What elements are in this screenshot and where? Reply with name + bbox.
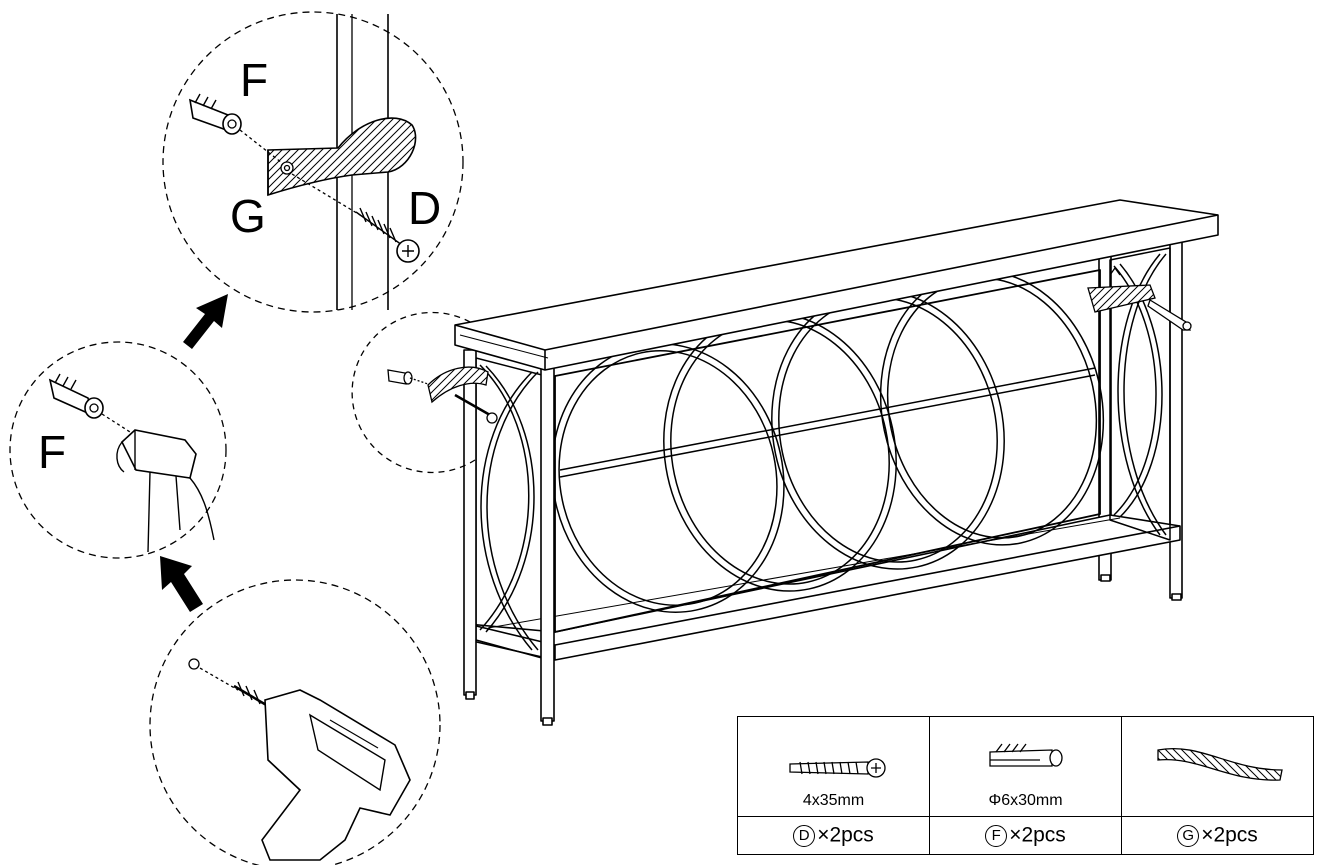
label-screw-top: D — [408, 182, 441, 234]
part-cell-anchor: Φ6x30mm — [929, 716, 1122, 817]
detail-circle-hammer — [9, 341, 227, 559]
part-qty-cell: G×2pcs — [1121, 816, 1314, 855]
table-strap-right — [1087, 266, 1192, 331]
part-id-badge: D — [793, 824, 816, 847]
part-cell-strap — [1121, 716, 1314, 817]
parts-table: 4x35mm Φ6x30mm D×2pcs F×2pcs G×2pcs — [737, 716, 1314, 855]
side-lattice-right — [1109, 247, 1171, 541]
label-anchor-hammer: F — [38, 426, 66, 478]
part-id-badge: G — [1177, 824, 1200, 847]
part-cell-screw: 4x35mm — [737, 716, 930, 817]
wall-attach-detail-left — [351, 311, 498, 474]
part-qty-cell: F×2pcs — [929, 816, 1122, 855]
arrow-up-2 — [160, 556, 203, 612]
console-table — [454, 199, 1219, 726]
part-id-badge: F — [985, 824, 1008, 847]
part-qty: ×2pcs — [1201, 823, 1258, 847]
label-strap-top: G — [230, 190, 266, 242]
arrow-up-1 — [183, 294, 228, 349]
part-qty: ×2pcs — [817, 823, 874, 847]
part-qty: ×2pcs — [1009, 823, 1066, 847]
detail-circle-drill — [149, 579, 441, 865]
side-lattice-left — [475, 357, 543, 659]
label-anchor-top: F — [240, 54, 268, 106]
part-spec: 4x35mm — [802, 792, 865, 809]
detail-circle-top — [162, 11, 464, 313]
part-qty-cell: D×2pcs — [737, 816, 930, 855]
part-spec: Φ6x30mm — [988, 792, 1063, 809]
